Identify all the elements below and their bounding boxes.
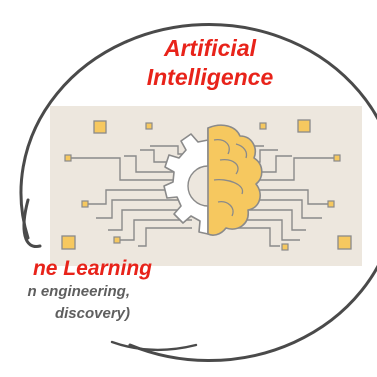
ai-label-line2: Intelligence	[146, 64, 274, 90]
machine-learning-label: ne Learning	[32, 257, 152, 280]
artificial-intelligence-label: Artificial Intelligence	[110, 34, 310, 92]
circuit-nodes	[61, 119, 352, 251]
gear-brain-circuit-icon	[50, 106, 362, 266]
ml-desc-line2: discovery)	[54, 305, 130, 322]
ai-label-line1: Artificial	[163, 35, 257, 61]
brain-half	[207, 124, 263, 236]
machine-learning-description: n engineering, discovery)	[0, 281, 130, 325]
ml-desc-line1: n engineering,	[27, 283, 130, 300]
gear-half	[163, 127, 209, 235]
